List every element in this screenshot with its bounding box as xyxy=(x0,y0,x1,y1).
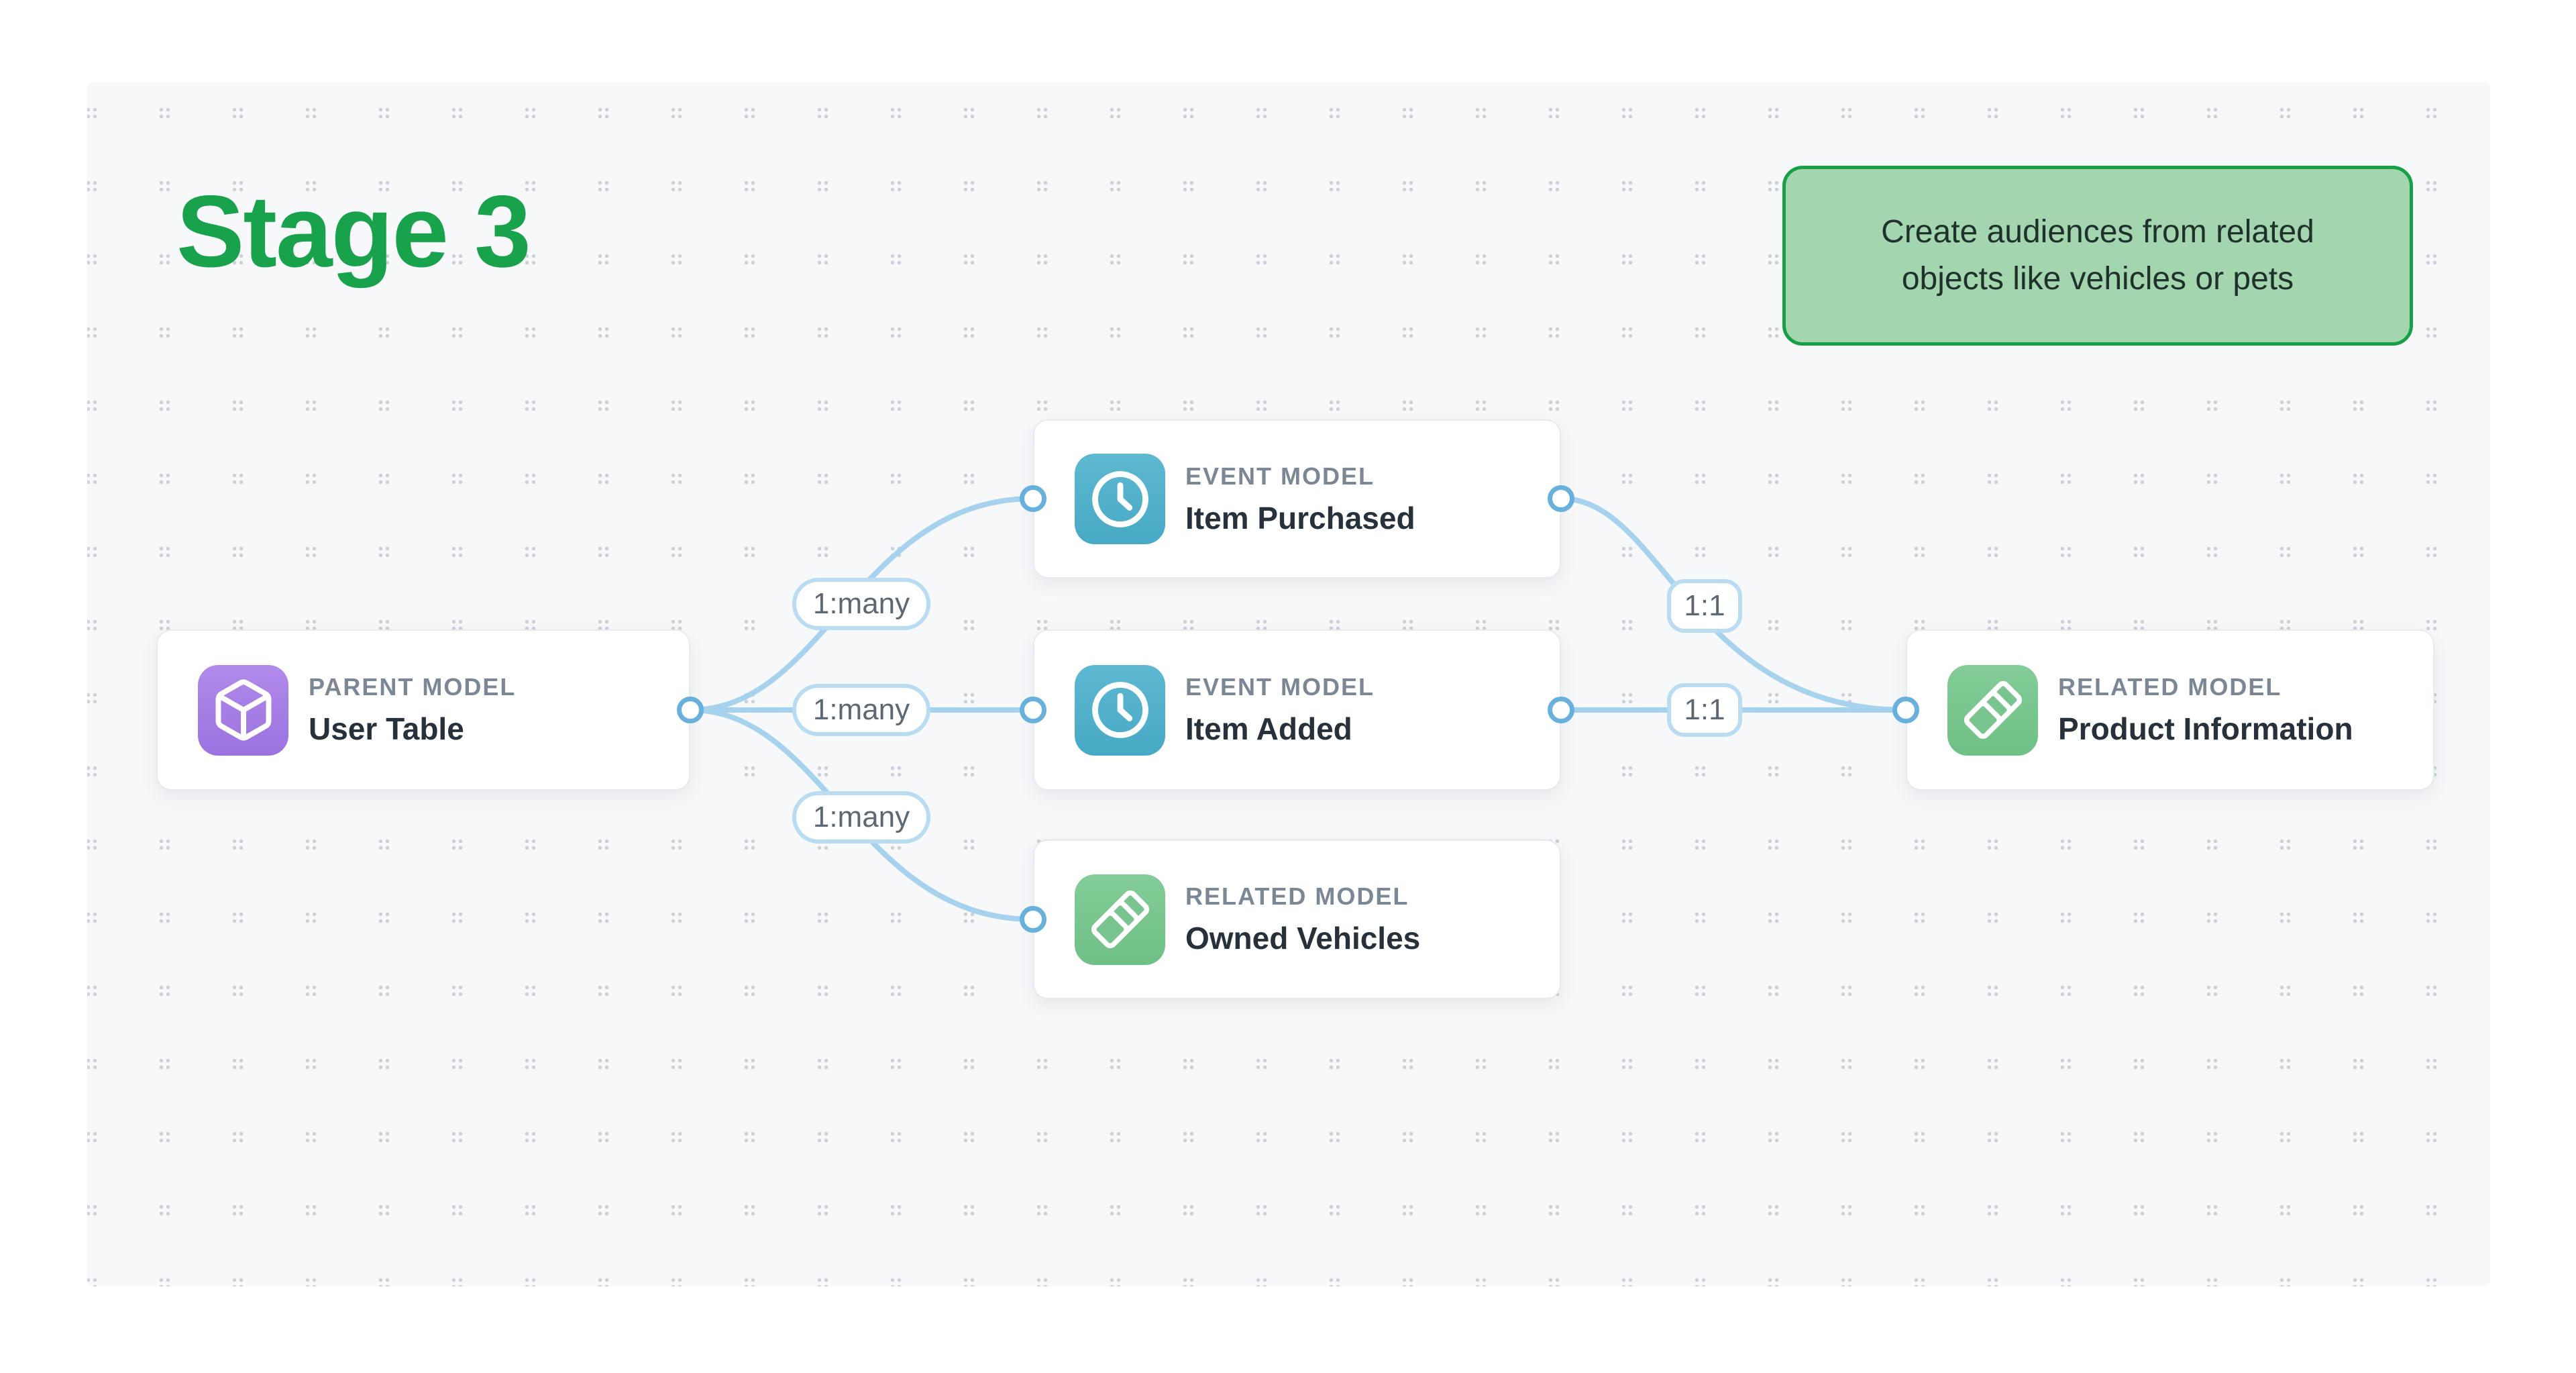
callout-note: Create audiences from related objects li… xyxy=(1782,166,2413,346)
node-type-label: RELATED MODEL xyxy=(1185,882,1409,910)
node-name: Item Added xyxy=(1185,711,1352,746)
node-event-model-item-purchased[interactable]: EVENT MODEL Item Purchased xyxy=(1033,419,1561,578)
node-type-label: PARENT MODEL xyxy=(309,673,517,701)
edge-label-one-to-many: 1:many xyxy=(792,684,930,736)
node-name: Item Purchased xyxy=(1185,500,1415,536)
port-item-purchased-input[interactable] xyxy=(1020,485,1046,512)
node-parent-model[interactable]: PARENT MODEL User Table xyxy=(156,629,690,791)
node-type-label: EVENT MODEL xyxy=(1185,462,1375,490)
edge-label-one-to-many: 1:many xyxy=(792,578,930,630)
related-model-tile xyxy=(1075,874,1165,965)
node-name: Product Information xyxy=(2058,711,2353,746)
clock-icon xyxy=(1091,682,1148,738)
port-owned-vehicles-input[interactable] xyxy=(1020,906,1046,933)
parent-model-tile xyxy=(198,664,288,756)
edge-label-one-to-one: 1:1 xyxy=(1667,579,1742,633)
node-related-model-product-information[interactable]: RELATED MODEL Product Information xyxy=(1906,629,2434,791)
port-product-information-input[interactable] xyxy=(1892,697,1919,723)
node-name: Owned Vehicles xyxy=(1185,921,1421,956)
event-model-tile xyxy=(1075,664,1165,756)
port-item-purchased-output[interactable] xyxy=(1548,485,1574,512)
edge-label-one-to-one: 1:1 xyxy=(1667,683,1742,737)
stack-icon xyxy=(1091,890,1149,949)
related-model-tile xyxy=(1947,664,2038,756)
event-model-tile xyxy=(1075,454,1165,544)
cube-icon xyxy=(215,679,271,741)
node-related-model-owned-vehicles[interactable]: RELATED MODEL Owned Vehicles xyxy=(1033,840,1561,999)
port-item-added-output[interactable] xyxy=(1548,697,1574,723)
edge-label-one-to-many: 1:many xyxy=(792,791,930,844)
callout-line-1: Create audiences from related xyxy=(1881,214,2314,250)
node-name: User Table xyxy=(309,711,464,746)
node-event-model-item-added[interactable]: EVENT MODEL Item Added xyxy=(1033,629,1561,791)
stack-icon xyxy=(1964,680,2022,740)
page-title: Stage 3 xyxy=(176,174,531,289)
node-type-label: RELATED MODEL xyxy=(2058,673,2282,701)
port-parent-output[interactable] xyxy=(677,697,704,723)
node-type-label: EVENT MODEL xyxy=(1185,673,1375,701)
clock-icon xyxy=(1091,470,1148,527)
callout-line-2: objects like vehicles or pets xyxy=(1901,261,2294,297)
port-item-added-input[interactable] xyxy=(1020,697,1046,723)
